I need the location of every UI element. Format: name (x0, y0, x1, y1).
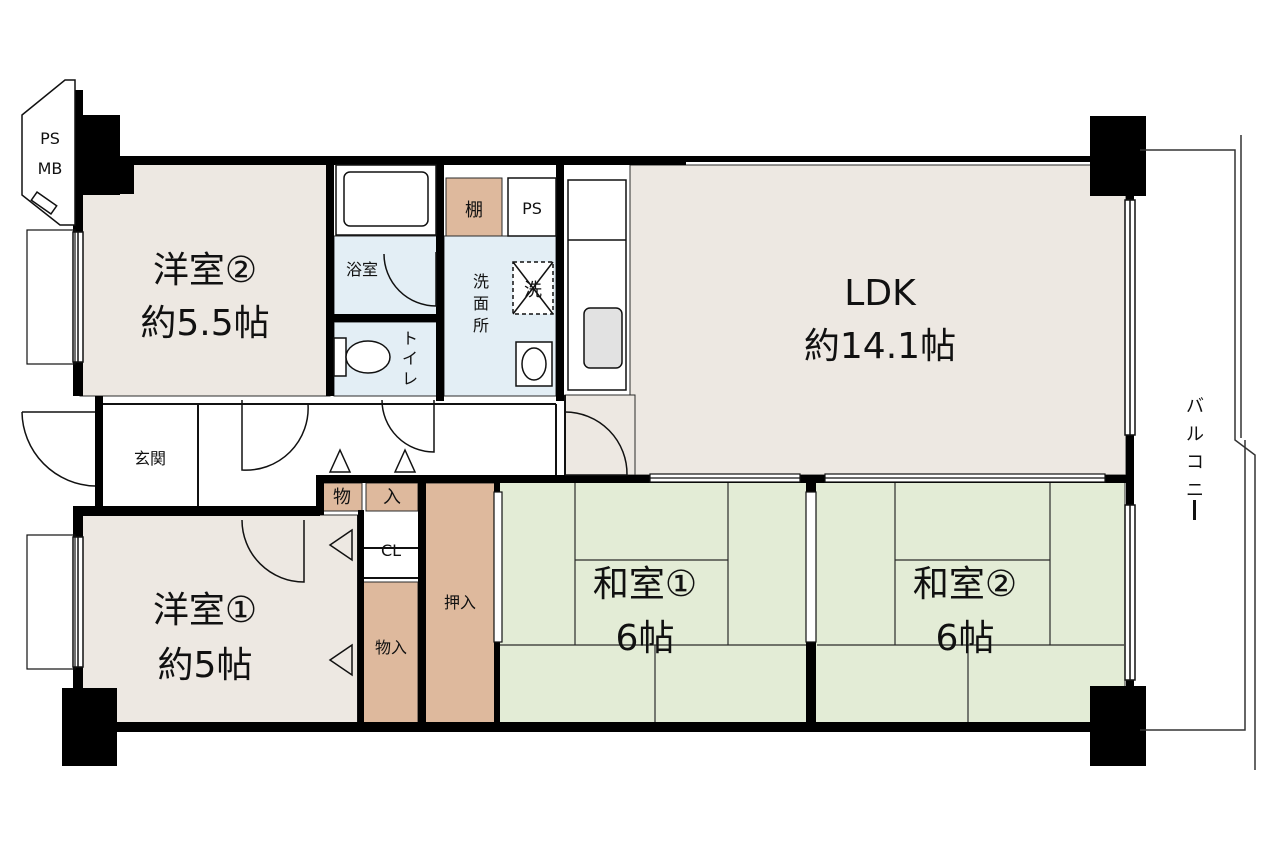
washitsu2-name: 和室② (913, 564, 1017, 605)
swing-doors (21, 252, 628, 677)
western2-size: 約5.5帖 (140, 303, 269, 344)
toilet-label-1: ト (402, 329, 418, 348)
toilet-label-3: レ (402, 369, 418, 388)
washitsu1-name: 和室① (593, 564, 697, 605)
bath-floor (333, 235, 441, 317)
toilet-label-2: イ (402, 349, 418, 368)
entrance-label: 玄関 (134, 449, 166, 468)
washroom-label-2: 面 (473, 294, 489, 313)
balcony-char: ル (1186, 424, 1204, 445)
oshiire-label: 押入 (444, 593, 476, 612)
storage-small-label-2: 入 (383, 487, 401, 508)
balcony-long-vowel (1193, 500, 1196, 520)
ldk-size: 約14.1帖 (804, 326, 956, 367)
tatami-lines (500, 480, 1124, 725)
storage-small-label-1: 物 (333, 487, 351, 508)
balcony-label: バ ル コ ニ (1186, 396, 1204, 520)
mb-label: MB (38, 159, 63, 178)
western2-floor (79, 159, 331, 397)
washroom-label-3: 所 (473, 316, 489, 335)
washitsu1-size: 6帖 (616, 618, 675, 659)
shelf-floor (445, 177, 503, 237)
western2-name: 洋室② (153, 250, 257, 291)
oshiire-floor (424, 482, 496, 726)
bath-label: 浴室 (346, 260, 378, 279)
windows (26, 199, 1136, 681)
western1-floor (79, 514, 359, 726)
ps-top-label: PS (40, 129, 60, 148)
storage-label: 物入 (375, 638, 407, 657)
washitsu2-floor (814, 479, 1126, 727)
washitsu2-size: 6帖 (936, 618, 995, 659)
ldk-name: LDK (844, 273, 917, 314)
western1-name: 洋室① (153, 590, 257, 631)
storage-small-2-floor (365, 482, 419, 512)
washer-label: 洗 (524, 280, 542, 301)
closet-label: CL (381, 541, 401, 560)
balcony-outline (1140, 135, 1256, 770)
western1-size: 約5帖 (158, 645, 253, 686)
shelf-label: 棚 (465, 200, 483, 221)
ps-small-label: PS (522, 199, 542, 218)
balcony-char: バ (1186, 396, 1204, 417)
ldk-floor (629, 164, 1127, 476)
washroom-label-1: 洗 (473, 272, 489, 291)
balcony-char: ニ (1186, 480, 1204, 501)
fixtures (21, 79, 627, 391)
balcony-char: コ (1186, 452, 1204, 473)
sliding-doors (493, 473, 1106, 643)
ldk-kitchen-floor (564, 394, 636, 476)
